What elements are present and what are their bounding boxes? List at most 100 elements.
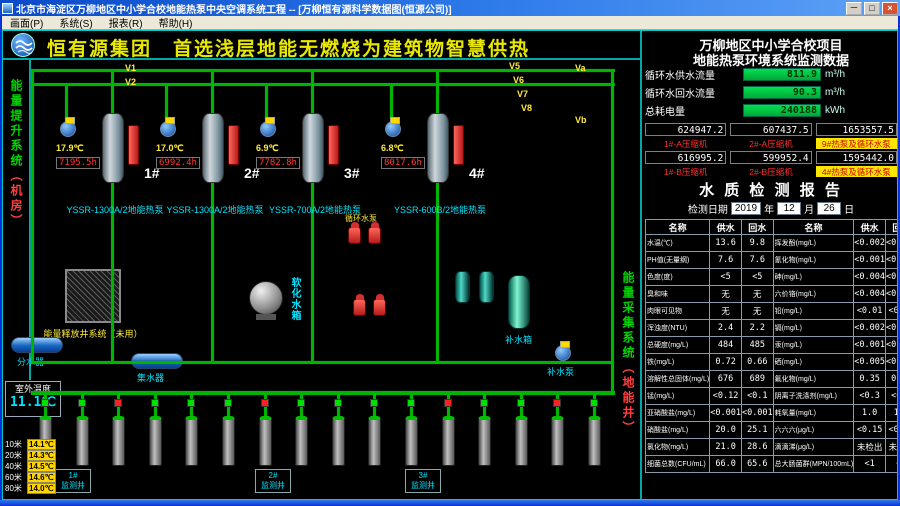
company-logo	[11, 33, 35, 57]
wq-value: <0.01	[853, 302, 886, 320]
outdoor-temp-label: 室外温度	[14, 384, 51, 394]
flow-label: 总耗电量	[645, 106, 685, 118]
well-label: 1#监测井	[55, 469, 91, 493]
wq-value: <0.002	[884, 234, 897, 252]
minimize-button[interactable]: －	[846, 1, 862, 15]
well-pump[interactable]	[479, 271, 494, 303]
temp-readout: 6.9℃	[256, 143, 279, 153]
monitor-well[interactable]	[442, 416, 455, 466]
maximize-button[interactable]: □	[864, 1, 880, 15]
wq-value: <0.15	[853, 421, 886, 439]
wq-value: 485	[740, 336, 774, 354]
well-label-suffix: 监测井	[411, 481, 435, 490]
menu-item[interactable]: 报表(R)	[108, 19, 143, 30]
monitor-well[interactable]	[76, 416, 89, 466]
well-pump[interactable]	[455, 271, 470, 303]
softened-water-tank[interactable]	[249, 281, 283, 320]
circulation-pump[interactable]	[348, 222, 361, 244]
makeup-water-pump[interactable]	[555, 341, 571, 361]
monitor-well[interactable]	[368, 416, 381, 466]
monitor-well[interactable]	[332, 416, 345, 466]
circulation-pump[interactable]	[353, 294, 366, 316]
energy-counter-label: 4#热泵及循环水泵	[815, 166, 897, 177]
wq-param-name: 挥发酚(mg/L)	[772, 234, 855, 252]
monitor-well[interactable]	[405, 416, 418, 466]
wq-value: 1.0	[853, 404, 886, 422]
flow-value: 240188	[743, 103, 821, 117]
wq-param-name: 汞(mg/L)	[772, 336, 855, 354]
monitor-well[interactable]	[259, 416, 272, 466]
depth-temp-value: 14.1℃	[27, 438, 56, 450]
pipe	[111, 181, 114, 361]
menu-item[interactable]: 帮助(H)	[158, 19, 193, 30]
heatpump-vessel	[427, 113, 449, 183]
wq-value: 25.1	[740, 421, 774, 439]
wq-value: 20.0	[709, 421, 742, 439]
wq-col-header: 回水	[740, 219, 774, 235]
wq-value: <0.005	[884, 353, 897, 371]
wq-param-name: 总大肠菌群(MPN/100mL)	[772, 455, 855, 473]
monitor-well[interactable]	[222, 416, 235, 466]
flow-label: 循环水供水流量	[645, 70, 715, 82]
monitor-well[interactable]	[295, 416, 308, 466]
circulation-pump[interactable]	[368, 222, 381, 244]
pump-icon	[160, 117, 176, 137]
depth-temp-value: 14.5℃	[27, 460, 56, 472]
menu-item[interactable]: 系统(S)	[59, 19, 93, 30]
well-label-suffix: 监测井	[61, 481, 85, 490]
monitor-well[interactable]	[112, 416, 125, 466]
unit-model: YSSR-700A/2地能热泵	[268, 205, 362, 215]
wq-value: <0.004	[853, 285, 886, 303]
well-indicator	[517, 399, 525, 407]
menu-item[interactable]: 画面(P)	[10, 19, 44, 30]
energy-counter-value: 1653557.5	[815, 123, 897, 136]
wq-value: <0.3	[853, 387, 886, 405]
pipe	[31, 72, 34, 362]
wq-row: 浑浊度(NTU)2.42.2镉(mg/L)<0.002<0.002	[644, 319, 897, 337]
monitor-well[interactable]	[185, 416, 198, 466]
pipe	[211, 181, 214, 361]
monitor-well[interactable]	[588, 416, 601, 466]
well-indicator	[224, 399, 232, 407]
wq-param-name: 亚硝酸盐(mg/L)	[644, 404, 711, 422]
well-indicator	[480, 399, 488, 407]
wq-value: <1	[884, 455, 897, 473]
energy-counter-value: 607437.5	[730, 123, 812, 136]
pipe	[436, 181, 439, 361]
monitor-well[interactable]	[478, 416, 491, 466]
wq-value: 2.4	[709, 319, 742, 337]
close-button[interactable]: ×	[882, 1, 898, 15]
monitor-well[interactable]	[149, 416, 162, 466]
wq-value: 0.35	[853, 370, 886, 388]
wq-value: 28.6	[740, 438, 774, 456]
pipe	[311, 72, 314, 114]
unit-model: YSSR-1300A/2地能热泵	[166, 205, 264, 215]
wq-value: <0.16	[884, 421, 897, 439]
report-title: 水 质 检 测 报 告	[699, 182, 843, 199]
pipe	[265, 86, 268, 124]
makeup-water-tank[interactable]	[508, 275, 530, 329]
circulation-pump[interactable]	[373, 294, 386, 316]
depth-temp-value: 14.3℃	[27, 449, 56, 461]
valve-label: V7	[517, 89, 529, 99]
wq-param-name: 氯化物(mg/L)	[644, 438, 711, 456]
makeup-water-tank-label: 补水箱	[505, 335, 533, 345]
title-bar: 北京市海淀区万柳地区中小学合校地能热泵中央空调系统工程 -- [万柳恒有源科学数…	[0, 0, 900, 16]
depth-label: 60米	[5, 472, 22, 482]
monitor-well[interactable]	[551, 416, 564, 466]
water-distributor[interactable]	[11, 337, 63, 353]
monitor-well[interactable]	[515, 416, 528, 466]
wq-param-name: 水温(℃)	[644, 234, 711, 252]
wq-value: 未检出	[853, 438, 886, 456]
wq-value: 13.6	[709, 234, 742, 252]
